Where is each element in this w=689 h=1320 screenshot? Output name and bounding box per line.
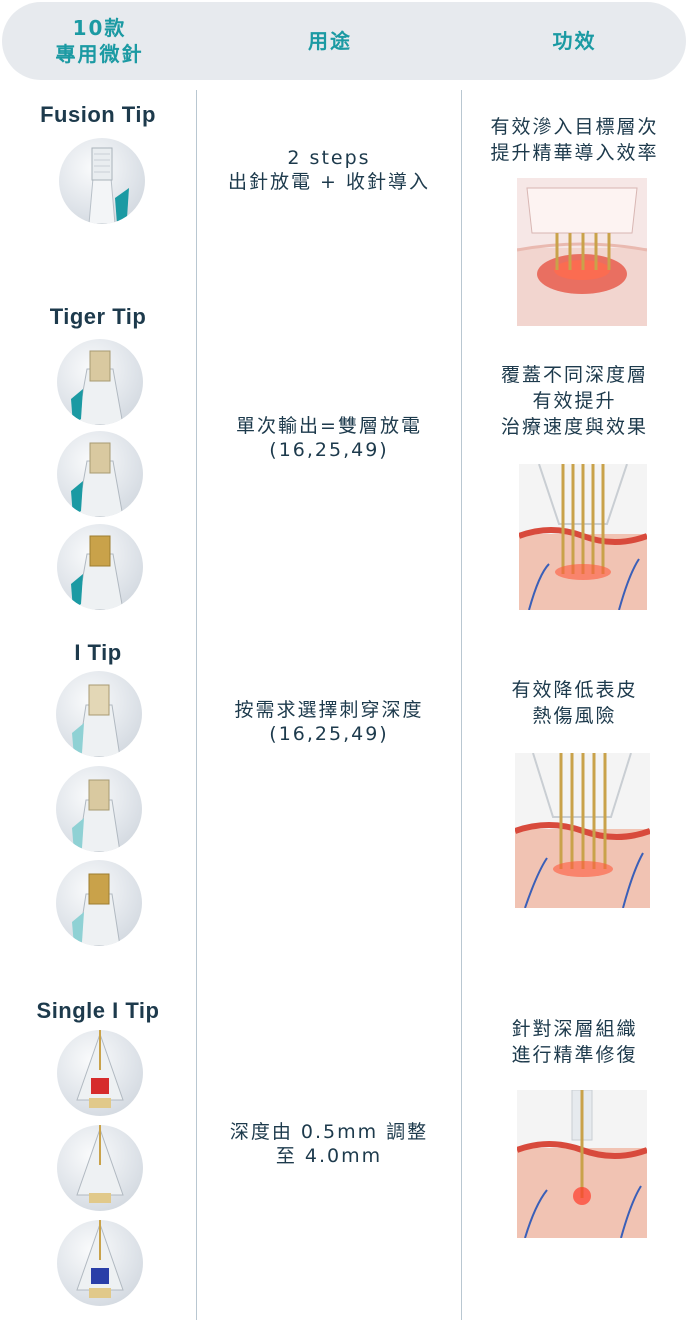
header-col-effect: 功效 (463, 2, 686, 80)
single-itip-image-blue (57, 1220, 143, 1306)
fusion-effect-illustration (517, 178, 647, 326)
effect-single-itip: 針對深層組織 進行精準修復 (511, 1018, 638, 1066)
itip-effect-illustration (515, 753, 650, 908)
single-itip-image-gold (57, 1125, 143, 1211)
column-divider-right (461, 90, 462, 1320)
effect-tiger: 覆蓋不同深度層 有效提升 治療速度與效果 (500, 364, 648, 438)
tip-name-tiger: Tiger Tip (49, 304, 147, 329)
effect-itip: 有效降低表皮 熱傷風險 (511, 679, 638, 727)
usage-fusion: 2 steps 出針放電 + 收針導入 (228, 147, 430, 193)
usage-itip: 按需求選擇刺穿深度 (16,25,49) (234, 699, 424, 745)
tip-name-fusion: Fusion Tip (40, 102, 156, 127)
single-itip-image-red (57, 1030, 143, 1116)
i-tip-image-25 (56, 766, 142, 852)
header-usage-label: 用途 (308, 29, 352, 53)
effect-fusion: 有效滲入目標層次 提升精華導入效率 (490, 116, 659, 164)
tip-name-single-itip: Single I Tip (36, 998, 160, 1023)
single-itip-effect-illustration (517, 1090, 647, 1238)
tiger-tip-image-16 (57, 339, 143, 425)
usage-tiger: 單次輸出=雙層放電 (16,25,49) (236, 415, 422, 461)
table-header: 10款 專用微針 用途 功效 (2, 2, 686, 80)
column-divider-left (196, 90, 197, 1320)
i-tip-image-49 (56, 860, 142, 946)
header-effect-label: 功效 (552, 29, 597, 53)
tiger-tip-image-25 (57, 431, 143, 517)
usage-single-itip: 深度由 0.5mm 調整 至 4.0mm (229, 1121, 429, 1167)
fusion-tip-image (59, 138, 145, 224)
header-col-usage: 用途 (197, 2, 463, 80)
tiger-tip-image-49 (57, 524, 143, 610)
tip-name-itip: I Tip (74, 640, 122, 665)
i-tip-image-16 (56, 671, 142, 757)
header-tips-label: 10款 專用微針 (55, 16, 144, 66)
header-col-tips: 10款 專用微針 (2, 2, 197, 80)
tiger-effect-illustration (519, 464, 647, 610)
